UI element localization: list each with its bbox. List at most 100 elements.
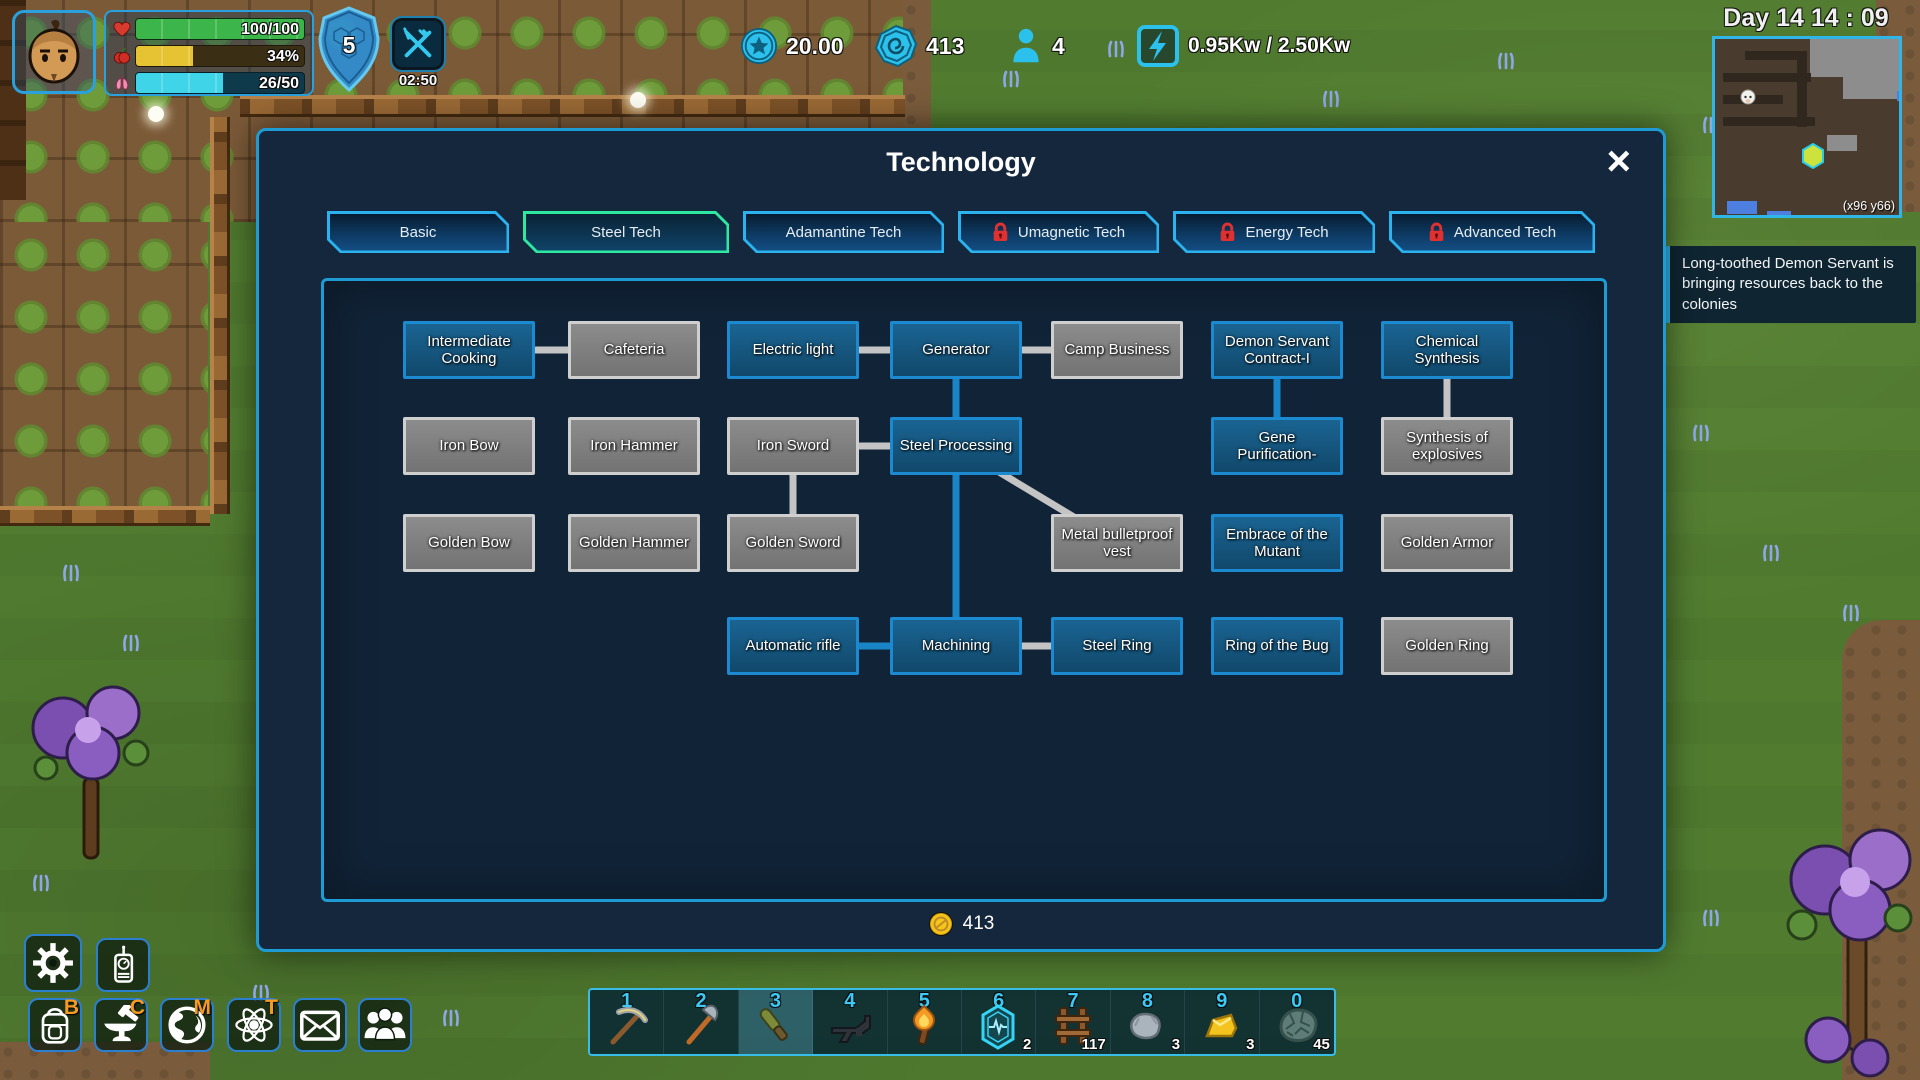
tab-label: Advanced Tech: [1453, 223, 1557, 241]
hunger-bar: 34%: [135, 45, 305, 67]
grass-tuft: [1000, 66, 1022, 88]
grass-tuft: [1840, 600, 1862, 622]
world-map-button[interactable]: M: [160, 996, 214, 1052]
tech-node-cafeteria[interactable]: Cafeteria: [568, 321, 700, 379]
mail-icon: [300, 1010, 340, 1041]
tech-node-steel-processing[interactable]: Steel Processing: [890, 417, 1022, 475]
tab-energy-tech[interactable]: Energy Tech: [1173, 211, 1375, 253]
backpack-button[interactable]: B: [28, 996, 82, 1052]
tech-node-gene-purification[interactable]: Gene Purification-: [1211, 417, 1343, 475]
globe-icon: [168, 1006, 206, 1044]
settings-button[interactable]: [24, 934, 82, 992]
tech-node-ring-of-the-bug[interactable]: Ring of the Bug: [1211, 617, 1343, 675]
tech-node-label: Embrace of the Mutant: [1226, 525, 1328, 560]
club: [760, 1008, 789, 1041]
tech-node-camp-business[interactable]: Camp Business: [1051, 321, 1183, 379]
tech-node-intermediate-cooking[interactable]: Intermediate Cooking: [403, 321, 535, 379]
tab-steel-tech[interactable]: Steel Tech: [523, 211, 729, 253]
tech-node-iron-sword[interactable]: Iron Sword: [727, 417, 859, 475]
close-button[interactable]: ×: [1606, 137, 1631, 184]
flower-tree-right: [1786, 828, 1913, 1078]
resource-colonist: 4: [1008, 22, 1065, 70]
hotbar-slot-1[interactable]: 1: [590, 990, 665, 1054]
tech-node-iron-hammer[interactable]: Iron Hammer: [568, 417, 700, 475]
slot-count: 3: [1171, 1036, 1181, 1053]
hotbar-slot-3[interactable]: 3: [738, 990, 814, 1054]
fence-left: [210, 117, 230, 514]
dirt-path-top: [903, 0, 931, 130]
avatar[interactable]: [12, 10, 96, 94]
hotkey-label: B: [63, 996, 79, 1019]
tech-node-golden-ring[interactable]: Golden Ring: [1381, 617, 1513, 675]
minimap-coords: (x96 y66): [1842, 199, 1895, 213]
tech-node-golden-bow[interactable]: Golden Bow: [403, 514, 535, 572]
notification-toast[interactable]: Long-toothed Demon Servant is bringing r…: [1666, 246, 1916, 323]
grass-tuft: [1760, 540, 1782, 562]
tech-node-synthesis-of-explosives[interactable]: Synthesis of explosives: [1381, 417, 1513, 475]
apple-icon: [113, 47, 131, 64]
hotbar-slot-5[interactable]: 5: [888, 990, 962, 1054]
tech-node-golden-hammer[interactable]: Golden Hammer: [568, 514, 700, 572]
tech-node-embrace-of-the-mutant[interactable]: Embrace of the Mutant: [1211, 514, 1343, 572]
tech-node-label: Demon Servant Contract-I: [1224, 332, 1330, 367]
hotbar-slot-4[interactable]: 4: [813, 990, 888, 1054]
slot-number: 1: [621, 990, 633, 1012]
tech-node-steel-ring[interactable]: Steel Ring: [1051, 617, 1183, 675]
tech-node-label: Iron Sword: [756, 437, 830, 455]
grass-tuft: [1320, 86, 1342, 108]
tech-node-golden-armor[interactable]: Golden Armor: [1381, 514, 1513, 572]
tab-umagnetic-tech[interactable]: Umagnetic Tech: [958, 211, 1159, 253]
energy-crystal-item: [977, 1004, 1021, 1050]
tech-node-electric-light[interactable]: Electric light: [727, 321, 859, 379]
lock-icon: [1428, 222, 1445, 243]
hotkey-label: M: [193, 996, 212, 1019]
colonists-button[interactable]: [358, 998, 412, 1052]
tech-node-automatic-rifle[interactable]: Automatic rifle: [727, 617, 859, 675]
health-row: 100/100: [113, 18, 305, 40]
tech-node-chemical-synthesis[interactable]: Chemical Synthesis: [1381, 321, 1513, 379]
ore: [1279, 1008, 1318, 1042]
hotkey-label: C: [129, 996, 145, 1019]
technology-button[interactable]: T: [227, 996, 281, 1052]
shield-badge[interactable]: 5: [318, 6, 380, 94]
fence-top: [240, 95, 905, 117]
tech-node-generator[interactable]: Generator: [890, 321, 1022, 379]
tab-advanced-tech[interactable]: Advanced Tech: [1389, 211, 1595, 253]
tab-adamantine-tech[interactable]: Adamantine Tech: [743, 211, 944, 253]
hex-token-icon: [874, 24, 918, 68]
hunger-row: 34%: [113, 45, 305, 67]
tech-node-iron-bow[interactable]: Iron Bow: [403, 417, 535, 475]
farm-plots-left: [0, 222, 208, 514]
meal-timer: 02:50: [398, 72, 438, 89]
torch: [913, 1004, 936, 1045]
tech-node-label: Golden Sword: [745, 534, 841, 552]
radio-button[interactable]: [96, 938, 150, 992]
grass-tuft: [1105, 36, 1127, 58]
dialog-footer: 413: [259, 911, 1663, 937]
tab-basic[interactable]: Basic: [327, 211, 509, 253]
tech-node-metal-bulletproof-vest[interactable]: Metal bulletproof vest: [1051, 514, 1183, 572]
tech-node-demon-servant-contract[interactable]: Demon Servant Contract-I: [1211, 321, 1343, 379]
tab-label: Steel Tech: [591, 223, 661, 241]
tech-node-machining[interactable]: Machining: [890, 617, 1022, 675]
radio-icon: [114, 945, 134, 983]
slot-number: 8: [1141, 990, 1153, 1012]
flower-plant-left: [31, 685, 150, 860]
tab-face: Basic: [330, 214, 507, 251]
tech-node-label: Gene Purification-: [1237, 428, 1317, 463]
resource-value: 0.95Kw / 2.50Kw: [1188, 34, 1351, 57]
tech-node-golden-sword[interactable]: Golden Sword: [727, 514, 859, 572]
tech-node-label: Intermediate Cooking: [427, 332, 511, 367]
hotbar-slot-2[interactable]: 2: [664, 990, 739, 1054]
tech-node-label: Golden Bow: [428, 534, 510, 552]
minimap[interactable]: (x96 y66): [1712, 36, 1902, 218]
mail-button[interactable]: [293, 998, 347, 1052]
meal-button[interactable]: [390, 16, 446, 72]
crafting-button[interactable]: C: [94, 996, 148, 1052]
tab-face: Steel Tech: [526, 214, 727, 251]
